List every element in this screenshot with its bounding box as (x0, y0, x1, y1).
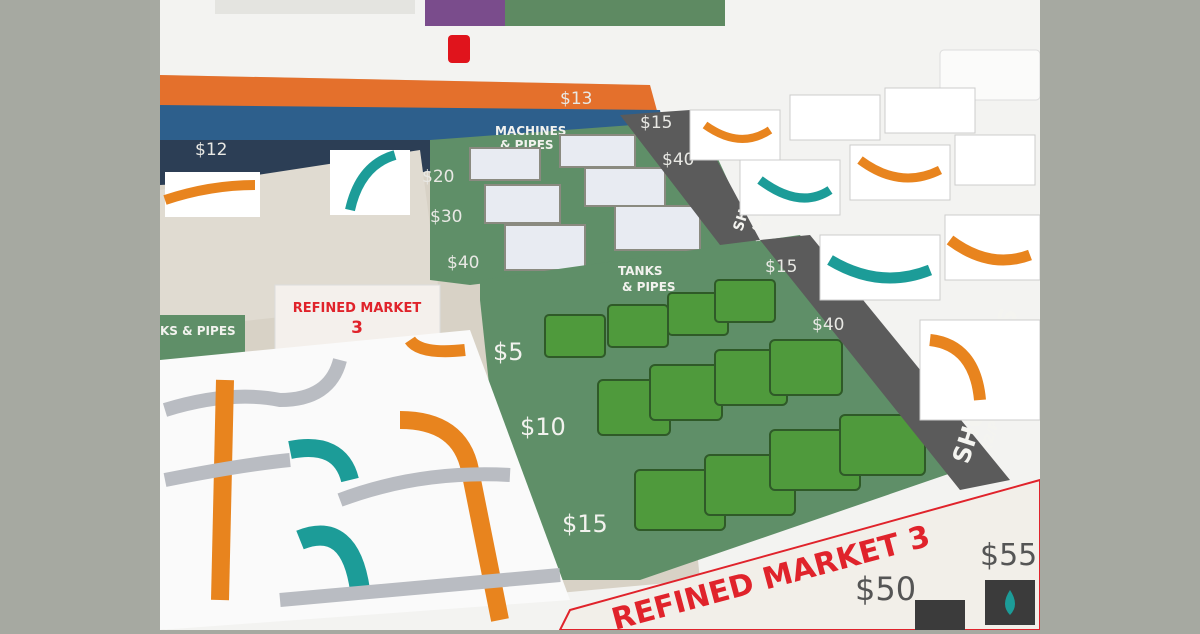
oil-drop-icon (1005, 590, 1015, 615)
pipe-tile[interactable] (919, 319, 1041, 421)
machine-tile[interactable] (584, 167, 666, 207)
placed-pipe-tiles[interactable] (160, 330, 570, 630)
machine-tile[interactable] (559, 134, 636, 168)
machine-tile[interactable] (469, 147, 541, 181)
tank-tile[interactable] (607, 304, 669, 348)
pipe-gray (162, 357, 347, 417)
left-market-number: 3 (351, 318, 363, 338)
pipe-orange (929, 334, 986, 401)
bottom-price-50: $50 (855, 570, 916, 608)
top-price-13: $13 (560, 89, 592, 109)
left-tanks-card (160, 315, 245, 360)
top-board-purple (425, 0, 505, 26)
tanks-shop-40: $40 (812, 315, 844, 335)
pipe-orange (211, 379, 234, 601)
tanks-shop-15: $15 (765, 257, 797, 277)
machine-tiles (469, 134, 701, 271)
bottom-price-55: $55 (980, 538, 1037, 573)
pipe-teal (757, 176, 833, 203)
tanks-title-2: & PIPES (622, 280, 676, 294)
left-margin (0, 0, 160, 630)
machine-tile[interactable] (614, 205, 701, 251)
pipe-tile[interactable] (739, 159, 841, 216)
pipe-teal (296, 525, 370, 592)
tanks-price-15: $15 (562, 510, 608, 538)
pipe-orange (405, 336, 466, 358)
pipe-teal (345, 150, 397, 212)
tank-tiles (544, 279, 926, 531)
machines-shop-40: $40 (662, 150, 694, 170)
machine-tile[interactable] (484, 184, 561, 224)
right-margin (1040, 0, 1200, 630)
machines-price-30: $30 (430, 207, 462, 227)
tank-tile[interactable] (714, 279, 776, 323)
pipe-orange (702, 121, 773, 143)
left-side-label: KS & PIPES (160, 324, 236, 338)
machines-shop-15: $15 (640, 113, 672, 133)
tanks-price-10: $10 (520, 413, 566, 441)
tank-tile[interactable] (649, 364, 723, 421)
shop-pipe-tiles (689, 87, 1041, 421)
machine-tile[interactable] (504, 224, 586, 271)
machines-shop-strip (620, 110, 760, 245)
pipe-tile[interactable] (884, 87, 976, 134)
pipe-tile[interactable] (789, 94, 881, 141)
pipe-orange (399, 411, 509, 622)
pipe-tile[interactable] (954, 134, 1036, 186)
left-market-title: REFINED MARKET (293, 301, 422, 316)
pipe-gray (163, 453, 561, 607)
red-player-marker[interactable] (448, 35, 470, 63)
pipe-orange (163, 180, 256, 205)
tanks-title-1: TANKS (618, 264, 663, 278)
machines-price-40: $40 (447, 253, 479, 273)
top-price-12: $12 (195, 140, 227, 160)
tank-tile[interactable] (769, 339, 843, 396)
tanks-price-5: $5 (493, 338, 524, 366)
machines-title-1: MACHINES (495, 124, 566, 138)
tank-tile[interactable] (544, 314, 606, 358)
pipe-orange (946, 235, 1032, 266)
machines-price-20: $20 (422, 167, 454, 187)
pipe-tile[interactable] (330, 150, 410, 215)
pipe-teal (827, 255, 933, 284)
pipe-teal (288, 439, 359, 483)
oil-drop-slot (915, 600, 965, 630)
pipe-orange (857, 156, 943, 183)
top-card (215, 0, 415, 14)
